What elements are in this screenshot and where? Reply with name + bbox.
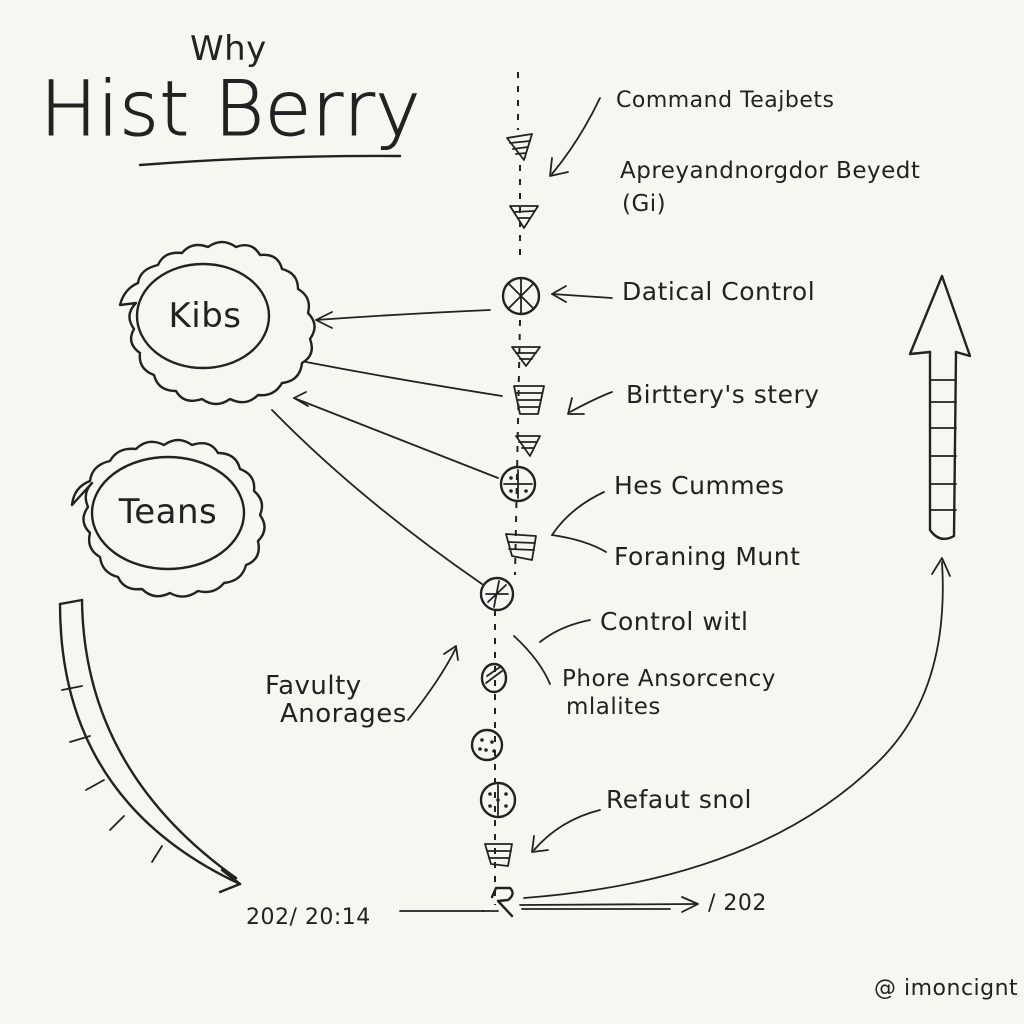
timeline-marker	[501, 276, 541, 316]
timeline-marker	[480, 662, 508, 694]
cloud-kibs-inner	[135, 262, 271, 370]
label-arrow	[513, 635, 551, 685]
side-label-line1: Favulty	[265, 671, 362, 701]
timeline-label: Apreyandnorgdor Beyedt	[620, 158, 920, 184]
timeline-marker	[484, 843, 513, 867]
cloud-kibs-label: Kibs	[168, 296, 241, 336]
sweeping-arrow	[523, 561, 944, 899]
date-right: / 202	[708, 891, 767, 916]
credit-handle: @ imoncignt	[874, 976, 1018, 1001]
cloud-teans	[70, 438, 266, 598]
timeline-marker	[479, 576, 515, 612]
timeline-label: Control witl	[600, 607, 748, 636]
arrowhead-icon	[681, 896, 699, 913]
arrowhead-icon	[931, 557, 951, 577]
arrow-to-kibs	[305, 361, 503, 397]
label-arrow	[551, 293, 613, 299]
timeline-label: Command Teajbets	[616, 88, 834, 113]
right-ladder-arrow	[928, 350, 958, 541]
timeline-label: mlalites	[566, 694, 661, 720]
page-title: Hist Berry	[40, 64, 421, 153]
left-ladder-outer	[58, 602, 242, 886]
date-marker-glyph	[490, 886, 514, 918]
favulty-arrow	[407, 647, 457, 721]
timeline-marker	[505, 533, 537, 561]
timeline-label: (Gi)	[622, 191, 666, 217]
label-arrow	[539, 619, 591, 643]
timeline-marker	[499, 465, 537, 503]
title-small: Why	[190, 29, 267, 69]
left-ladder-inner	[80, 598, 238, 880]
arrow-to-kibs	[315, 309, 491, 321]
arrowhead-icon	[908, 274, 972, 358]
date-line-right	[519, 903, 696, 906]
timeline-label: Datical Control	[622, 277, 815, 306]
left-ladder-rungs	[61, 685, 163, 863]
arrowhead-icon	[218, 868, 242, 894]
timeline-label: Birttery's stery	[626, 380, 820, 409]
label-arrow	[533, 809, 601, 851]
title-underline	[138, 154, 402, 167]
timeline-label: Refaut snol	[606, 785, 752, 814]
label-arrow	[551, 534, 607, 553]
timeline-marker	[513, 385, 545, 415]
timeline-marker	[515, 435, 541, 457]
timeline-label: Hes Cummes	[614, 471, 785, 500]
cloud-kibs	[118, 240, 316, 406]
arrow-to-kibs	[271, 409, 483, 585]
right-ladder-rungs	[929, 379, 957, 511]
arrow-to-kibs	[293, 397, 499, 479]
timeline-line	[514, 319, 521, 576]
timeline-marker	[509, 205, 539, 229]
timeline-marker	[479, 781, 517, 819]
label-arrow	[551, 491, 605, 536]
timeline-label: Phore Ansorcency	[562, 666, 776, 692]
timeline-marker	[470, 728, 504, 762]
cloud-teans-inner	[90, 455, 246, 571]
label-arrow	[569, 391, 613, 413]
side-label-line2: Anorages	[280, 699, 407, 729]
date-left: 202/ 20:14	[246, 905, 371, 930]
timeline-marker	[506, 133, 533, 161]
timeline-marker	[511, 346, 541, 367]
timeline-label: Foraning Munt	[614, 542, 800, 571]
cloud-teans-label: Teans	[118, 492, 218, 532]
label-arrow	[551, 97, 601, 175]
